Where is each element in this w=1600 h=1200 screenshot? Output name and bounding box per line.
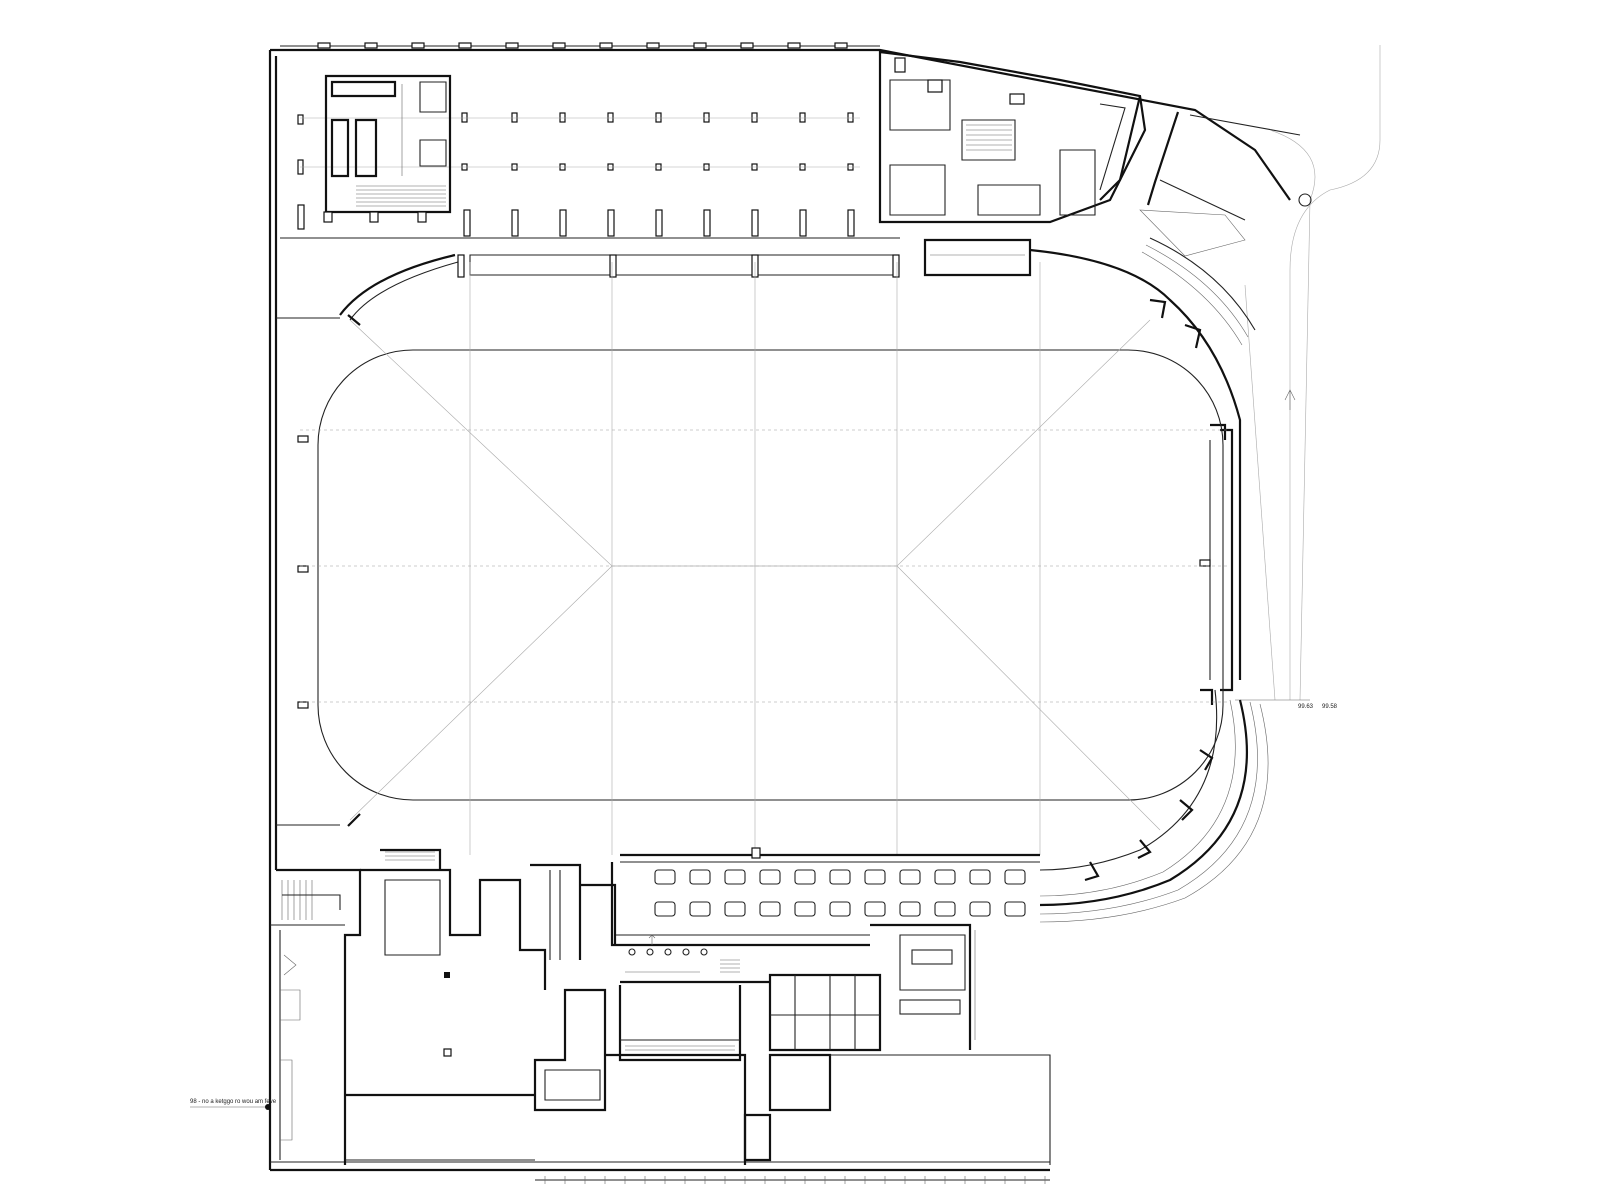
south-stand <box>610 847 1040 1062</box>
restaurant-tables <box>654 869 1026 917</box>
note-text: 98 - no a ketggo ro wou am feve <box>190 1099 277 1105</box>
ice-rink <box>300 262 1230 855</box>
north-parapet <box>280 42 880 49</box>
arena-bowl <box>276 237 1269 923</box>
level-label-right: 99.58 <box>1322 704 1338 710</box>
south-fence <box>535 1176 1050 1184</box>
outer-perimeter <box>268 42 1291 1184</box>
stair-treads <box>356 185 446 207</box>
sw-stair <box>281 880 341 920</box>
level-label-left: 99.63 <box>1298 704 1314 710</box>
southwest-wing <box>270 848 1051 1165</box>
rink-boards <box>317 349 1224 801</box>
reference-note: 98 - no a ketggo ro wou am feve <box>190 1099 277 1110</box>
north-hall <box>280 112 900 239</box>
northwest-core <box>323 74 452 223</box>
northeast-block <box>878 50 1301 257</box>
road-east: 99.63 99.58 <box>1235 45 1381 710</box>
